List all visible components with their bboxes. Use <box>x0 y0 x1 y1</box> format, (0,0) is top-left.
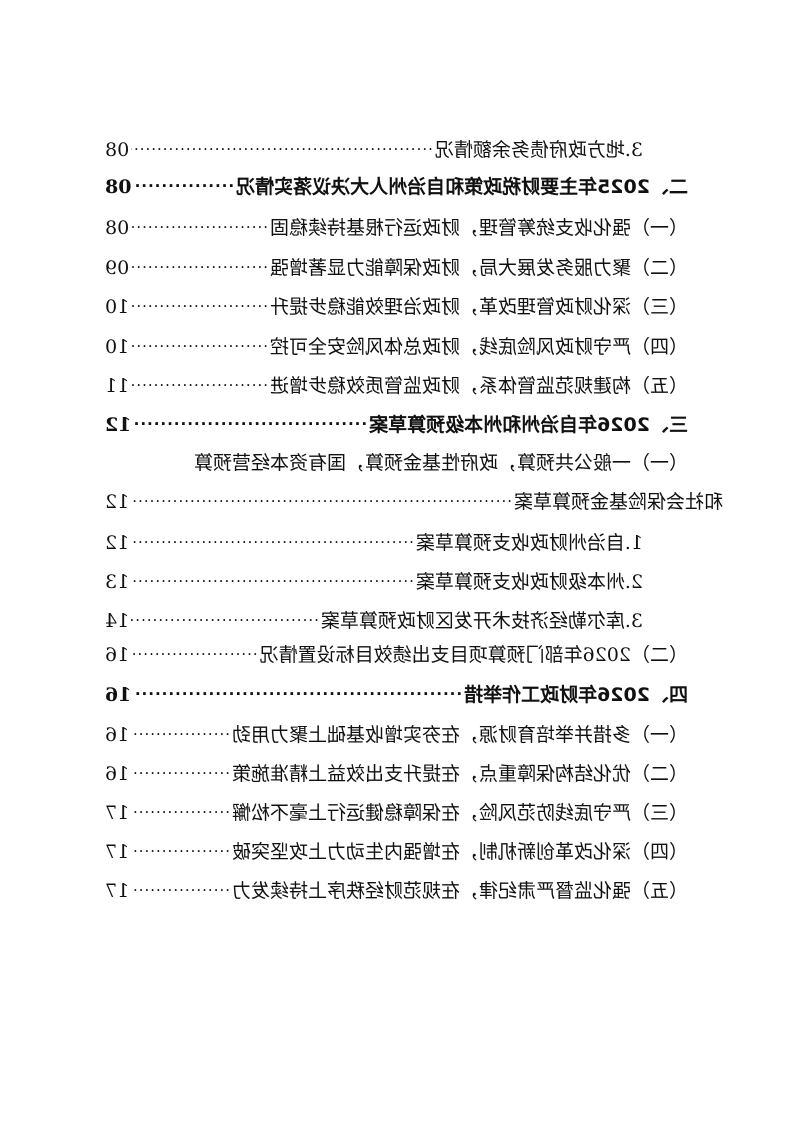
toc-entry-title: （五）构建规范监管体系，财政监管质效稳步增进 <box>269 375 688 397</box>
toc-entry-page: 08 <box>105 217 130 239</box>
toc-entry[interactable]: 3.地方政府债务余额情况 08 <box>105 135 643 165</box>
toc-section-heading[interactable]: 二、2025年主要财税政策和自治州人大决议落实情况 08 <box>105 172 688 202</box>
toc-entry-title: （一）多措并举培育财源，在夯实增收基础上聚力用劲 <box>231 724 688 746</box>
toc-entry-title: 二、2025年主要财税政策和自治州人大决议落实情况 <box>236 176 688 198</box>
toc-entry-page: 12 <box>105 532 130 554</box>
toc-entry[interactable]: 3.库尔勒经济技术开发区财政预算草案 14 <box>105 606 643 636</box>
toc-leader-dots <box>133 405 367 435</box>
toc-entry-title: （二）优化结构保障重点，在提升支出效益上精准施策 <box>231 763 688 785</box>
toc-entry-title: 四、2026年财政工作举措 <box>464 684 688 706</box>
toc-leader-dots <box>131 715 230 745</box>
toc-entry-title: （四）深化改革创新机制，在增强内生动力上攻坚突破 <box>231 841 688 863</box>
toc-entry-page: 10 <box>105 336 130 358</box>
toc-section-heading[interactable]: 三、2026年自治州和州本级预算草案 12 <box>105 410 688 440</box>
toc-entry[interactable]: （二）优化结构保障重点，在提升支出效益上精准施策 16 <box>105 759 688 789</box>
toc-entry-page: 12 <box>105 414 132 436</box>
toc-leader-dots <box>131 248 268 278</box>
toc-entry-title: （二）2026年部门预算项目支出绩效目标设置情况 <box>259 644 688 666</box>
toc-entry-page: 08 <box>105 139 130 161</box>
toc-entry-title: （三）严守底线防范风险，在保障稳健运行上毫不松懈 <box>231 802 688 824</box>
toc-leader-dots <box>131 208 268 238</box>
toc-entry-page: 16 <box>105 763 130 785</box>
toc-leader-dots <box>131 754 230 784</box>
toc-entry-page: 16 <box>105 684 132 706</box>
toc-leader-dots <box>131 327 268 357</box>
toc-entry-title: （四）严守财政风险底线，财政总体风险安全可控 <box>269 336 688 358</box>
toc-entry-title: 3.库尔勒经济技术开发区财政预算草案 <box>320 610 643 632</box>
toc-leader-dots <box>131 482 512 512</box>
toc-entry-page: 08 <box>105 176 132 198</box>
toc-section-heading[interactable]: 四、2026年财政工作举措 16 <box>105 680 688 710</box>
toc-leader-dots <box>131 793 230 823</box>
toc-entry-page: 14 <box>105 610 130 632</box>
toc-entry[interactable]: （三）深化财政管理改革，财政治理效能稳步提升 10 <box>105 292 688 322</box>
toc-entry-page: 11 <box>105 375 130 397</box>
toc-entry[interactable]: （五）强化监督严肃纪律，在规范财经秩序上持续发力 17 <box>105 876 688 906</box>
toc-entry-title: 2.州本级财政收支预算草案 <box>415 571 643 593</box>
toc-leader-dots <box>131 562 414 592</box>
toc-entry-page: 12 <box>105 491 130 513</box>
toc-entry[interactable]: （一）多措并举培育财源，在夯实增收基础上聚力用劲 16 <box>105 720 688 750</box>
toc-entry-title: 3.地方政府债务余额情况 <box>434 139 643 161</box>
toc-entry-title: （三）深化财政管理改革，财政治理效能稳步提升 <box>269 296 688 318</box>
toc-leader-dots <box>133 675 462 705</box>
toc-entry-page: 16 <box>105 644 130 666</box>
toc-entry-page: 10 <box>105 296 130 318</box>
toc-entry[interactable]: （二）聚力服务发展大局，财政保障能力显著增强 09 <box>105 253 688 283</box>
toc-entry-page: 17 <box>105 841 130 863</box>
toc-leader-dots <box>133 167 234 197</box>
toc-leader-dots <box>131 523 414 553</box>
toc-entry-page: 16 <box>105 724 130 746</box>
toc-entry[interactable]: （三）严守底线防范风险，在保障稳健运行上毫不松懈 17 <box>105 798 688 828</box>
toc-leader-dots <box>131 601 319 631</box>
toc-entry-title: （一）强化收支统筹管理，财政运行根基持续稳固 <box>269 217 688 239</box>
toc-leader-dots <box>131 366 268 396</box>
toc-entry[interactable]: 1.自治州财政收支预算草案 12 <box>105 528 643 558</box>
toc-leader-dots <box>131 287 268 317</box>
toc-entry-page: 17 <box>105 880 130 902</box>
toc-entry-page: 17 <box>105 802 130 824</box>
toc-leader-dots <box>131 130 433 160</box>
toc-leader-dots <box>131 635 257 665</box>
toc-entry[interactable]: 2.州本级财政收支预算草案 13 <box>105 567 643 597</box>
toc-leader-dots <box>131 871 230 901</box>
toc-entry-title: （五）强化监督严肃纪律，在规范财经秩序上持续发力 <box>231 880 688 902</box>
toc-entry[interactable]: 和社会保险基金预算草案 12 <box>105 487 723 517</box>
toc-entry-page: 13 <box>105 571 130 593</box>
toc-entry-page: 09 <box>105 257 130 279</box>
toc-entry[interactable]: （二）2026年部门预算项目支出绩效目标设置情况 16 <box>105 640 688 670</box>
toc-entry[interactable]: （一）强化收支统筹管理，财政运行根基持续稳固 08 <box>105 213 688 243</box>
toc-entry-title: 三、2026年自治州和州本级预算草案 <box>369 414 688 436</box>
toc-entry-title: 1.自治州财政收支预算草案 <box>415 532 643 554</box>
toc-entry[interactable]: （四）深化改革创新机制，在增强内生动力上攻坚突破 17 <box>105 837 688 867</box>
toc-entry-title: （二）聚力服务发展大局，财政保障能力显著增强 <box>269 257 688 279</box>
toc-entry[interactable]: （五）构建规范监管体系，财政监管质效稳步增进 11 <box>105 371 688 401</box>
toc-entry-title: 和社会保险基金预算草案 <box>513 491 723 513</box>
toc-entry[interactable]: （四）严守财政风险底线，财政总体风险安全可控 10 <box>105 332 688 362</box>
toc-leader-dots <box>131 832 230 862</box>
toc-entry-first-line[interactable]: （一）一般公共预算，政府性基金预算，国有资本经营预算 <box>193 452 688 474</box>
